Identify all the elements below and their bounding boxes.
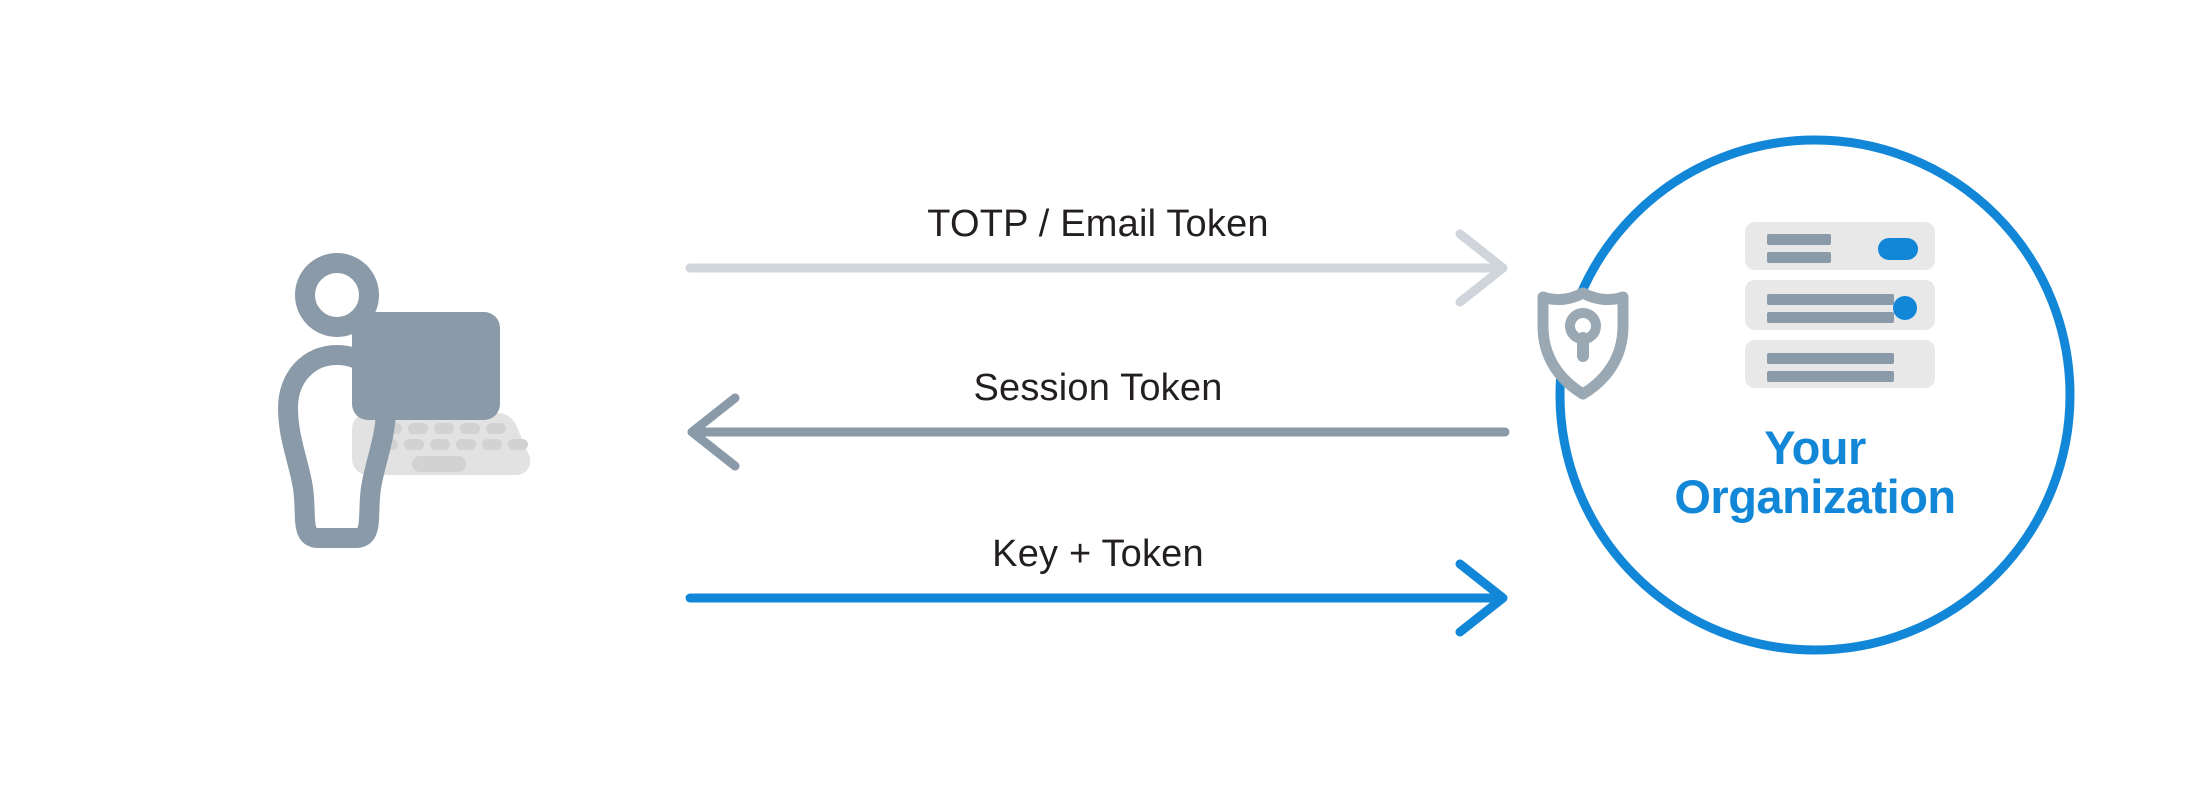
card-row-1 bbox=[1745, 222, 1935, 270]
organization-document-card bbox=[1745, 222, 1935, 388]
flow-label-session: Session Token bbox=[973, 367, 1223, 409]
organization-title: Your Organization bbox=[1555, 421, 2075, 523]
organization-circle bbox=[1555, 135, 2075, 655]
person-head-icon bbox=[295, 253, 379, 337]
keyhole-stem bbox=[1577, 332, 1589, 362]
flow-label-key: Key + Token bbox=[992, 533, 1204, 575]
person-body-icon bbox=[278, 345, 396, 548]
flow-arrow-session bbox=[687, 393, 1510, 471]
flow-arrow-key bbox=[685, 559, 1508, 637]
card-row-2-dot bbox=[1893, 296, 1917, 320]
flow-label-totp: TOTP / Email Token bbox=[927, 203, 1269, 245]
card-row-1-pill bbox=[1878, 238, 1918, 260]
flow-arrow-totp bbox=[685, 229, 1508, 307]
user-laptop-icon bbox=[278, 253, 531, 548]
organization-title-line-1: Your bbox=[1764, 421, 1866, 474]
shield-keyhole-icon bbox=[1537, 287, 1629, 400]
organization-title-line-2: Organization bbox=[1674, 469, 1956, 523]
card-row-3 bbox=[1745, 340, 1935, 388]
card-row-2 bbox=[1745, 280, 1935, 330]
